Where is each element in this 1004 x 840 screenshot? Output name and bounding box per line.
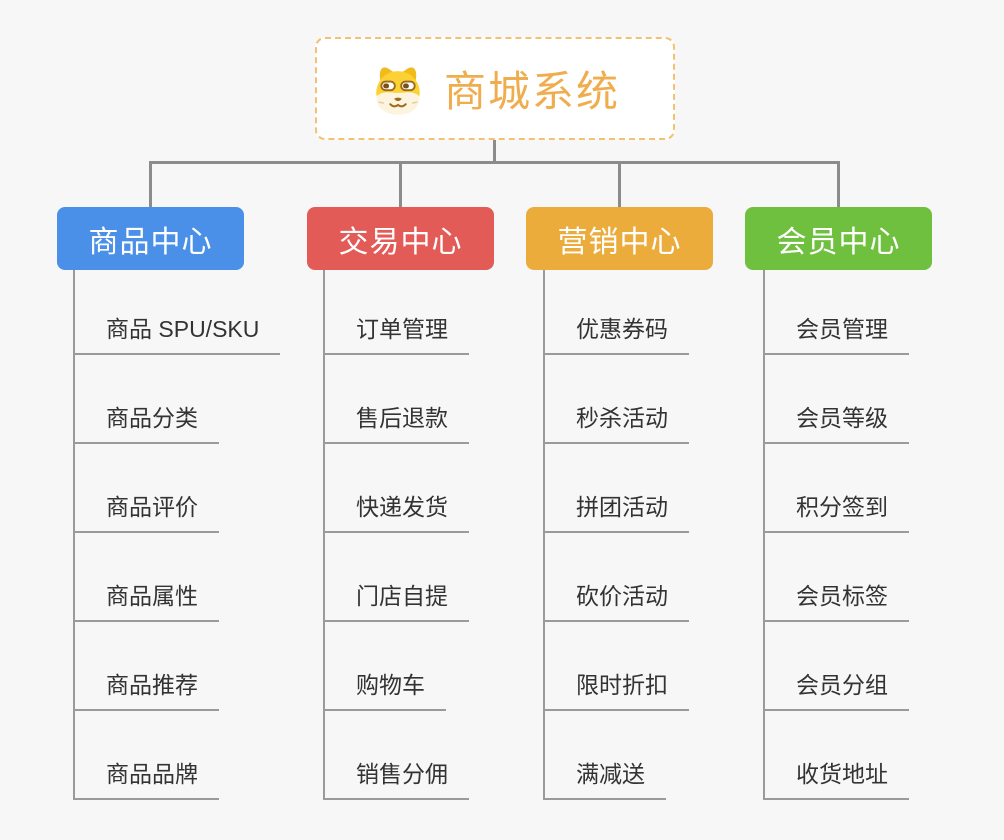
child-node-label: 优惠券码 — [576, 316, 668, 342]
child-node[interactable]: 会员分组 — [763, 622, 909, 711]
child-node-label: 购物车 — [356, 672, 425, 698]
child-node[interactable]: 售后退款 — [323, 355, 469, 444]
child-node[interactable]: 订单管理 — [323, 270, 469, 355]
branch-children-member-center: 会员管理 会员等级 积分签到 会员标签 会员分组 收货地址 — [763, 270, 909, 800]
child-node-label: 订单管理 — [356, 316, 448, 342]
child-node[interactable]: 优惠券码 — [543, 270, 689, 355]
child-node-label: 积分签到 — [796, 494, 888, 520]
branch-node-label: 交易中心 — [338, 225, 463, 259]
child-node-label: 限时折扣 — [576, 672, 668, 698]
dog-face-icon — [370, 61, 426, 117]
child-node[interactable]: 收货地址 — [763, 711, 909, 800]
connector-branch-stem — [618, 164, 621, 207]
child-node[interactable]: 门店自提 — [323, 533, 469, 622]
child-node-label: 商品属性 — [106, 583, 198, 609]
branch-children-marketing-center: 优惠券码 秒杀活动 拼团活动 砍价活动 限时折扣 满减送 — [543, 270, 689, 800]
child-node[interactable]: 秒杀活动 — [543, 355, 689, 444]
child-node-label: 商品 SPU/SKU — [106, 316, 260, 342]
child-node-label: 商品品牌 — [106, 761, 198, 787]
branch-node-label: 商品中心 — [88, 225, 213, 259]
child-node-label: 会员分组 — [796, 672, 888, 698]
connector-horizontal-line — [149, 161, 840, 164]
child-node[interactable]: 销售分佣 — [323, 711, 469, 800]
connector-branch-stem — [837, 164, 840, 207]
branch-node-label: 会员中心 — [776, 225, 901, 259]
child-node[interactable]: 商品评价 — [73, 444, 219, 533]
child-node[interactable]: 满减送 — [543, 711, 666, 800]
child-node[interactable]: 积分签到 — [763, 444, 909, 533]
child-node-label: 秒杀活动 — [576, 405, 668, 431]
child-node-label: 会员等级 — [796, 405, 888, 431]
child-node-label: 满减送 — [576, 761, 645, 787]
child-node[interactable]: 拼团活动 — [543, 444, 689, 533]
connector-root-stem — [493, 140, 496, 161]
child-node[interactable]: 会员等级 — [763, 355, 909, 444]
child-node-label: 砍价活动 — [576, 583, 668, 609]
child-node-label: 快递发货 — [356, 494, 448, 520]
branch-node-marketing-center[interactable]: 营销中心 — [526, 207, 713, 270]
child-node-label: 拼团活动 — [576, 494, 668, 520]
connector-branch-stem — [149, 164, 152, 207]
branch-node-label: 营销中心 — [557, 225, 682, 259]
child-node[interactable]: 商品分类 — [73, 355, 219, 444]
child-node[interactable]: 购物车 — [323, 622, 446, 711]
branch-node-member-center[interactable]: 会员中心 — [745, 207, 932, 270]
child-node-label: 会员管理 — [796, 316, 888, 342]
child-node-label: 商品分类 — [106, 405, 198, 431]
branch-children-product-center: 商品 SPU/SKU 商品分类 商品评价 商品属性 商品推荐 商品品牌 — [73, 270, 281, 800]
child-node[interactable]: 商品品牌 — [73, 711, 219, 800]
child-node[interactable]: 快递发货 — [323, 444, 469, 533]
child-node-label: 商品评价 — [106, 494, 198, 520]
child-node[interactable]: 会员标签 — [763, 533, 909, 622]
child-node-label: 售后退款 — [356, 405, 448, 431]
child-node-label: 销售分佣 — [356, 761, 448, 787]
child-node-label: 会员标签 — [796, 583, 888, 609]
child-node[interactable]: 会员管理 — [763, 270, 909, 355]
root-node-label: 商城系统 — [443, 68, 620, 115]
branch-node-trade-center[interactable]: 交易中心 — [307, 207, 494, 270]
child-node[interactable]: 商品推荐 — [73, 622, 219, 711]
child-node[interactable]: 商品属性 — [73, 533, 219, 622]
child-node[interactable]: 限时折扣 — [543, 622, 689, 711]
branch-children-trade-center: 订单管理 售后退款 快递发货 门店自提 购物车 销售分佣 — [323, 270, 469, 800]
child-node[interactable]: 商品 SPU/SKU — [73, 270, 281, 355]
branch-node-product-center[interactable]: 商品中心 — [57, 207, 244, 270]
connector-branch-stem — [399, 164, 402, 207]
root-node-mall-system[interactable]: 商城系统 — [315, 37, 675, 140]
child-node-label: 收货地址 — [796, 761, 888, 787]
child-node-label: 商品推荐 — [106, 672, 198, 698]
child-node[interactable]: 砍价活动 — [543, 533, 689, 622]
child-node-label: 门店自提 — [356, 583, 448, 609]
